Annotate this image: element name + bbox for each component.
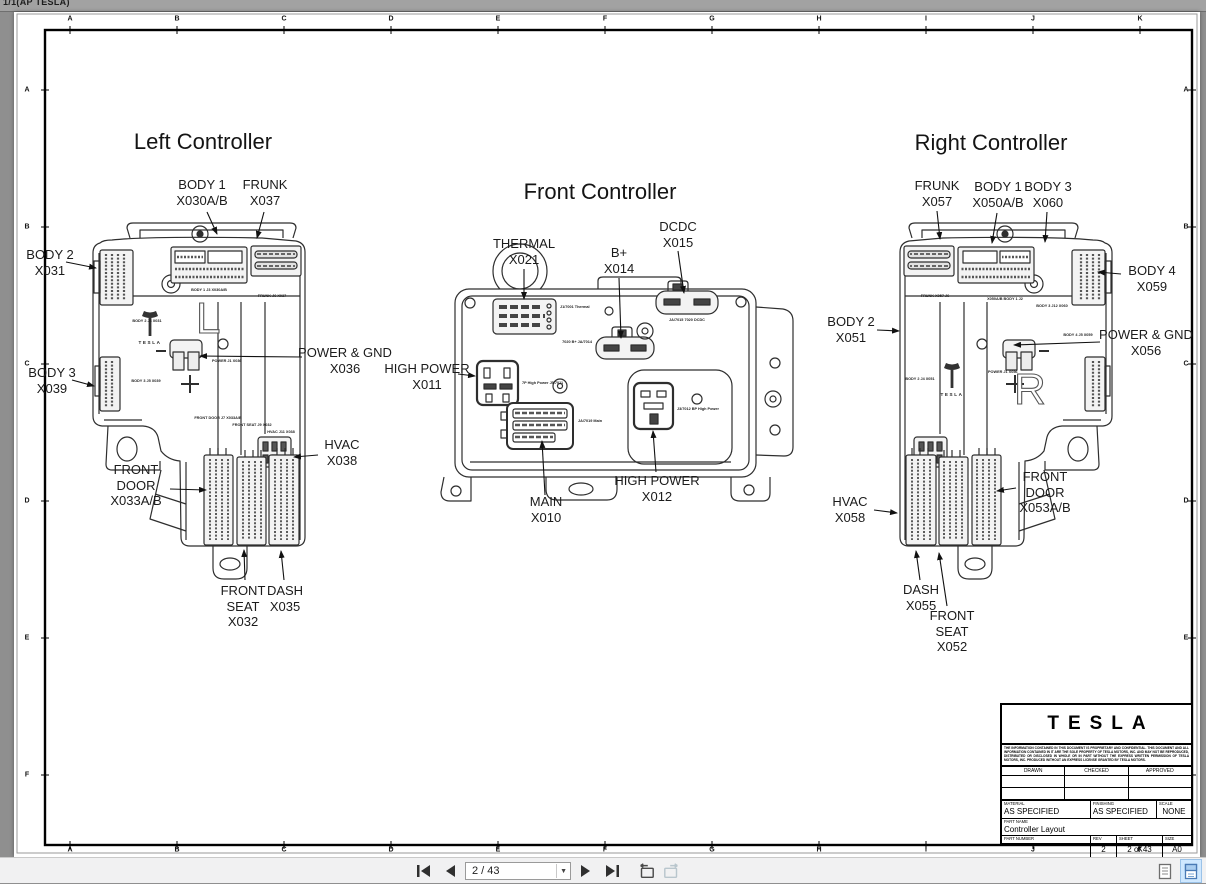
grid-col-letter: A (67, 846, 73, 854)
callout-front-bplus: B+X014 (603, 245, 635, 276)
grid-row-letter: B (1183, 223, 1189, 231)
scrolling-page-view-icon (1184, 863, 1198, 879)
signature-table: DRAWN CHECKED APPROVED (1002, 767, 1191, 801)
pdf-viewer-toolbar: 2 / 43 ▼ (0, 857, 1206, 883)
grid-col-letter: E (495, 15, 501, 23)
grid-col-letter: H (816, 15, 822, 23)
grid-col-letter: A (67, 15, 73, 23)
grid-col-letter: D (388, 846, 394, 854)
grid-row-letter: D (24, 497, 30, 505)
grid-col-letter: B (174, 846, 180, 854)
last-page-button[interactable] (601, 860, 623, 882)
single-page-view-icon (1158, 863, 1172, 879)
last-page-icon (606, 865, 619, 877)
grid-col-letter: G (709, 846, 715, 854)
grid-col-letter: C (281, 15, 287, 23)
title-block: TESLA THE INFORMATION CONTAINED IN THIS … (1000, 703, 1193, 860)
grid-row-letter: A (24, 86, 30, 94)
grid-col-letter: E (495, 846, 501, 854)
next-page-icon (581, 865, 590, 877)
previous-page-edge: 1/1(AP TESLA) (0, 0, 1206, 12)
grid-col-letter: H (816, 846, 822, 854)
grid-col-letter: I (925, 15, 927, 23)
next-view-button[interactable] (661, 860, 683, 882)
grid-col-letter: D (388, 15, 394, 23)
next-view-icon (664, 863, 678, 879)
first-page-button[interactable] (413, 860, 435, 882)
grid-row-letter: B (24, 223, 30, 231)
front-controller-title: Front Controller (523, 179, 677, 204)
part-name-row: PART NAME Controller Layout (1002, 819, 1191, 836)
grid-col-letter: F (602, 15, 608, 23)
grid-row-letter: A (1183, 86, 1189, 94)
previous-view-icon (640, 863, 654, 879)
right-controller-title: Right Controller (914, 130, 1068, 155)
first-page-icon (417, 865, 430, 877)
page-indicator: 2 / 43 (472, 865, 500, 877)
grid-row-letter: C (1183, 360, 1189, 368)
grid-col-letter: K (1137, 15, 1143, 23)
grid-col-letter: J (1031, 15, 1035, 23)
previous-page-icon (446, 865, 455, 877)
grid-col-letter: B (174, 15, 180, 23)
chevron-down-icon: ▼ (556, 864, 567, 878)
left-controller-title: Left Controller (133, 129, 273, 154)
grid-row-letter: F (24, 771, 30, 779)
grid-row-letter: D (1183, 497, 1189, 505)
next-page-button[interactable] (575, 860, 597, 882)
grid-col-letter: C (281, 846, 287, 854)
scrolling-page-view-button[interactable] (1180, 859, 1202, 883)
grid-col-letter: I (925, 846, 927, 854)
single-page-view-button[interactable] (1154, 859, 1176, 883)
grid-row-letter: E (1183, 634, 1189, 642)
grid-row-letter: E (24, 634, 30, 642)
clipped-header-text: 1/1(AP TESLA) (3, 0, 70, 7)
proprietary-notice: THE INFORMATION CONTAINED IN THIS DOCUME… (1002, 745, 1191, 767)
grid-col-letter: F (602, 846, 608, 854)
tesla-wordmark: TESLA (1002, 705, 1191, 745)
grid-col-letter: G (709, 15, 715, 23)
previous-page-button[interactable] (439, 860, 461, 882)
page-number-dropdown[interactable]: 2 / 43 ▼ (465, 862, 571, 880)
previous-view-button[interactable] (635, 860, 657, 882)
